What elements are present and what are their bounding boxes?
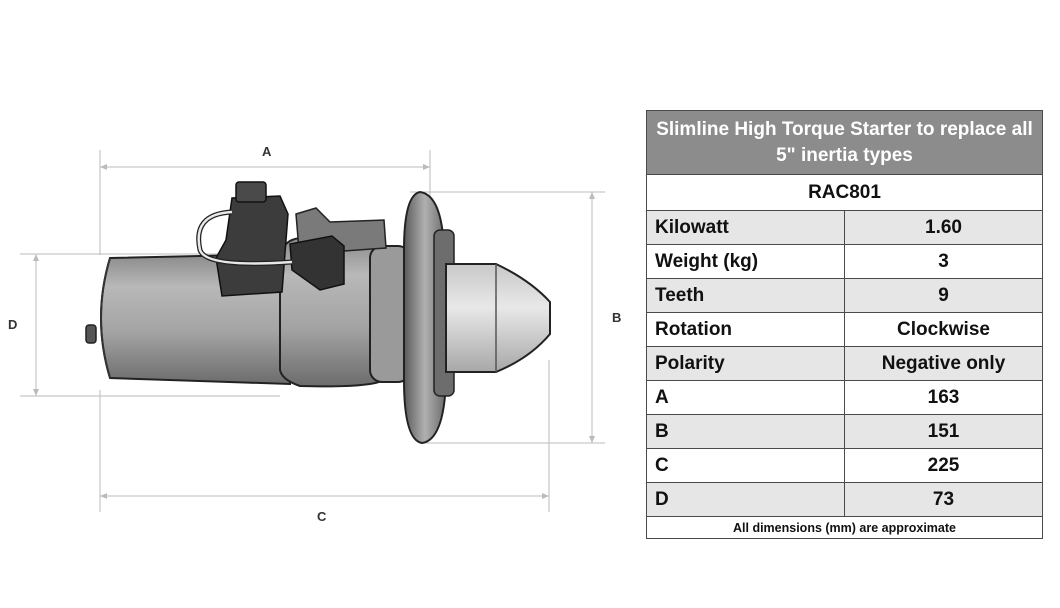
spec-table: Slimline High Torque Starter to replace … (646, 110, 1043, 539)
dimension-label-a: A (262, 144, 272, 159)
spec-table-title: Slimline High Torque Starter to replace … (646, 110, 1043, 175)
dimension-b: B (410, 191, 621, 444)
dimensions-note: All dimensions (mm) are approximate (646, 516, 1043, 539)
spec-table-footer-row: All dimensions (mm) are approximate (646, 516, 1043, 539)
spec-key: D (646, 482, 845, 517)
spec-key: A (646, 380, 845, 415)
table-row: Polarity Negative only (646, 346, 1043, 381)
spec-value: 73 (844, 482, 1043, 517)
spec-value: 3 (844, 244, 1043, 279)
spec-key: Polarity (646, 346, 845, 381)
table-row: Kilowatt 1.60 (646, 210, 1043, 245)
dimension-c: C (99, 360, 550, 524)
spec-key: Teeth (646, 278, 845, 313)
spec-key: Weight (kg) (646, 244, 845, 279)
table-row: D 73 (646, 482, 1043, 517)
spec-key: Kilowatt (646, 210, 845, 245)
spec-key: C (646, 448, 845, 483)
model-number: RAC801 (646, 174, 1043, 211)
spec-table-title-row: Slimline High Torque Starter to replace … (646, 110, 1043, 175)
table-row: A 163 (646, 380, 1043, 415)
spec-value: 1.60 (844, 210, 1043, 245)
spec-key: B (646, 414, 845, 449)
starter-motor (85, 181, 551, 445)
dimension-label-b: B (612, 310, 621, 325)
spec-table-model-row: RAC801 (646, 174, 1043, 211)
starter-motor-diagram: A B C D (8, 144, 621, 524)
spec-value: 163 (844, 380, 1043, 415)
spec-key: Rotation (646, 312, 845, 347)
dimension-label-c: C (317, 509, 327, 524)
spec-value: Negative only (844, 346, 1043, 381)
table-row: Rotation Clockwise (646, 312, 1043, 347)
table-row: B 151 (646, 414, 1043, 449)
spec-value: 151 (844, 414, 1043, 449)
spec-value: 225 (844, 448, 1043, 483)
spec-value: Clockwise (844, 312, 1043, 347)
table-row: C 225 (646, 448, 1043, 483)
dimension-a: A (99, 144, 431, 255)
table-row: Teeth 9 (646, 278, 1043, 313)
table-row: Weight (kg) 3 (646, 244, 1043, 279)
dimension-label-d: D (8, 317, 17, 332)
spec-value: 9 (844, 278, 1043, 313)
